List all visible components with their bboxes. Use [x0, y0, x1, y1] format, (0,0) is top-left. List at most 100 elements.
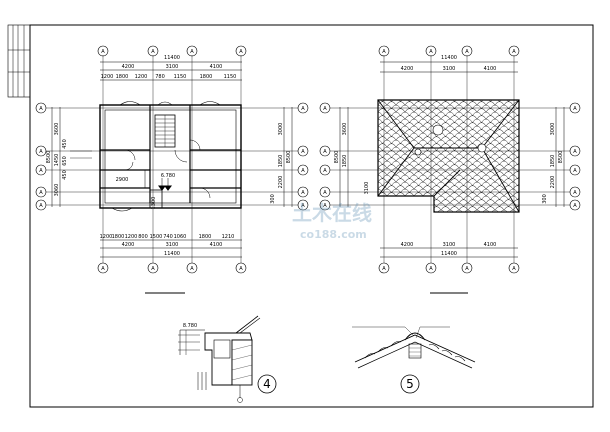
dim-left-3: 450 — [62, 139, 68, 149]
dim-bottom-r2-3: 4100 — [210, 242, 223, 248]
detail-5-number: 5 — [406, 377, 414, 391]
svg-text:A: A — [39, 190, 43, 196]
roof-dim-left-1: 3600 — [342, 123, 348, 136]
roof-plan — [330, 55, 570, 294]
watermark-sub: co188.com — [300, 228, 367, 241]
svg-text:A: A — [101, 49, 105, 55]
sheet-border — [7, 24, 594, 408]
left-plan-dimensions: 11400 4200 3100 4100 1200 1800 1200 780 … — [46, 55, 292, 257]
dim-bottom-r1-1: 1200 — [100, 234, 113, 240]
roof-dim-bottom-2: 3100 — [443, 242, 456, 248]
svg-text:A: A — [39, 149, 43, 155]
svg-text:A: A — [301, 190, 305, 196]
detail-4-level-mark: 8.780 — [183, 323, 197, 329]
roof-dim-right-total: 8500 — [558, 151, 564, 164]
roof-dim-right-2: 1850 — [550, 155, 556, 168]
dim-top-r2-1: 1200 — [101, 74, 114, 80]
dim-bottom-r1-4: 800 — [138, 234, 148, 240]
dim-left-5: 450 — [62, 170, 68, 180]
watermark: 土木在线 co188.com — [292, 201, 372, 241]
side-dim: 1300 — [151, 197, 157, 210]
svg-text:A: A — [190, 49, 194, 55]
dim-bottom-r2-1: 4200 — [122, 242, 135, 248]
dim-top-2: 3100 — [166, 64, 179, 70]
roof-dim-bottom-1: 4200 — [401, 242, 414, 248]
roof-dim-left-total: 8500 — [334, 151, 340, 164]
dim-top-3: 4100 — [210, 64, 223, 70]
roof-dim-top-2: 3100 — [443, 66, 456, 72]
roof-dim-top-1: 4200 — [401, 66, 414, 72]
svg-text:A: A — [429, 266, 433, 272]
roof-dim-left-2: 1850 — [342, 155, 348, 168]
dim-bottom-r1-3: 1200 — [125, 234, 138, 240]
svg-text:A: A — [301, 203, 305, 209]
dim-left-2: 1450 — [54, 154, 60, 167]
svg-text:A: A — [573, 168, 577, 174]
svg-text:A: A — [323, 106, 327, 112]
roof-plan-dimensions: 11400 4200 3100 4100 4200 3100 4100 1140… — [334, 55, 564, 257]
roof-dim-right-3: 2200 — [550, 176, 556, 189]
left-axis-bubbles: A A A A A A A A A A A A A A A A A A — [35, 45, 309, 274]
svg-text:A: A — [239, 49, 243, 55]
svg-text:A: A — [573, 190, 577, 196]
dim-bottom-r1-8: 1800 — [199, 234, 212, 240]
level-mark: 6.780 — [161, 173, 175, 179]
svg-text:A: A — [39, 203, 43, 209]
roof-dim-total-bottom: 11400 — [441, 251, 457, 257]
detail-4-number: 4 — [263, 377, 271, 391]
svg-text:A: A — [465, 266, 469, 272]
dim-right-total: 8500 — [286, 151, 292, 164]
dim-bottom-r1-2: 1800 — [112, 234, 125, 240]
left-floor-plan — [46, 55, 298, 294]
roof-dim-top-3: 4100 — [484, 66, 497, 72]
svg-text:A: A — [512, 266, 516, 272]
detail-4-eave-section — [178, 315, 277, 403]
dim-bottom-r2-2: 3100 — [166, 242, 179, 248]
dim-right-2: 1850 — [278, 155, 284, 168]
svg-text:A: A — [39, 168, 43, 174]
dim-right-4: 300 — [270, 194, 276, 204]
svg-text:A: A — [301, 149, 305, 155]
svg-text:A: A — [429, 49, 433, 55]
svg-text:A: A — [323, 168, 327, 174]
roof-dim-bottom-3: 4100 — [484, 242, 497, 248]
dim-top-r2-2: 1800 — [116, 74, 129, 80]
dim-left-1: 3600 — [54, 123, 60, 136]
svg-text:A: A — [512, 49, 516, 55]
svg-text:A: A — [465, 49, 469, 55]
roof-dim-left-3: 3100 — [364, 182, 370, 195]
svg-text:A: A — [382, 49, 386, 55]
svg-text:A: A — [151, 266, 155, 272]
dim-bottom-r1-7: 1060 — [174, 234, 187, 240]
dim-top-r2-7: 1150 — [224, 74, 237, 80]
dim-total-top: 11400 — [164, 55, 180, 61]
dim-total-bottom: 11400 — [164, 251, 180, 257]
dim-left-6: 3060 — [54, 184, 60, 197]
detail-5-ridge-section — [352, 326, 476, 394]
dim-bottom-r1-6: 740 — [163, 234, 173, 240]
svg-text:A: A — [382, 266, 386, 272]
svg-text:A: A — [323, 203, 327, 209]
svg-text:A: A — [101, 266, 105, 272]
room-dim: 2900 — [116, 177, 129, 183]
svg-text:A: A — [323, 149, 327, 155]
dim-left-4: 650 — [62, 156, 68, 166]
dim-top-r2-5: 1150 — [174, 74, 187, 80]
svg-text:A: A — [573, 203, 577, 209]
svg-text:A: A — [573, 106, 577, 112]
watermark-main: 土木在线 — [292, 201, 372, 225]
svg-text:A: A — [39, 106, 43, 112]
roof-dim-right-4: 300 — [542, 194, 548, 204]
dim-top-1: 4200 — [122, 64, 135, 70]
svg-text:A: A — [239, 266, 243, 272]
dim-bottom-r1-5: 1500 — [150, 234, 163, 240]
svg-text:A: A — [573, 149, 577, 155]
dim-bottom-r1-9: 1210 — [222, 234, 235, 240]
dim-right-1: 3000 — [278, 123, 284, 136]
svg-text:A: A — [151, 49, 155, 55]
dim-left-total: 8500 — [46, 151, 52, 164]
roof-dim-total-top: 11400 — [441, 55, 457, 61]
svg-text:A: A — [323, 190, 327, 196]
dim-top-r2-3: 1200 — [135, 74, 148, 80]
